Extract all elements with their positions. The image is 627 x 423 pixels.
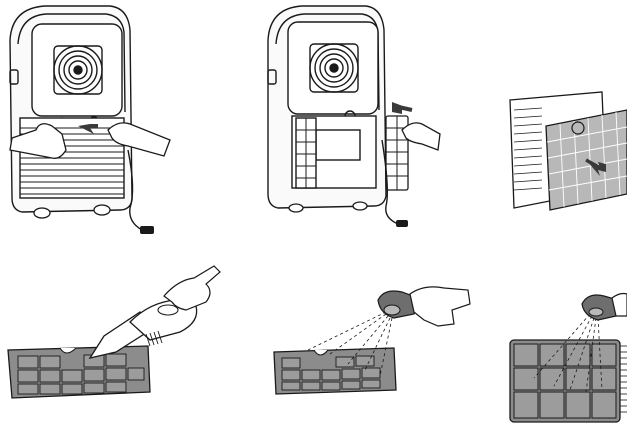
spray-washing-illustration	[273, 286, 471, 395]
spray-washing-large-filter-illustration	[509, 292, 627, 423]
power-cord	[127, 149, 143, 231]
vacuum-cleaning-illustration	[7, 265, 221, 399]
water-spray	[307, 311, 393, 377]
right-hand	[107, 122, 171, 157]
hand	[163, 265, 221, 311]
left-hand	[9, 123, 67, 159]
panel-step-4	[0, 262, 230, 422]
panel-step-3	[502, 90, 627, 220]
hand	[409, 286, 471, 327]
unit-rear-grille-illustration	[9, 5, 171, 234]
power-cord	[381, 139, 399, 225]
water-spray	[533, 313, 603, 393]
filter-separation-illustration	[509, 91, 627, 211]
hand	[611, 292, 627, 317]
filter-removal-illustration	[267, 5, 441, 227]
panel-step-6	[504, 290, 627, 423]
pull-arrow-icon	[78, 124, 98, 134]
panel-step-1	[0, 0, 200, 240]
panel-step-5	[268, 280, 478, 400]
hand	[401, 122, 441, 151]
panel-step-2	[262, 0, 452, 240]
